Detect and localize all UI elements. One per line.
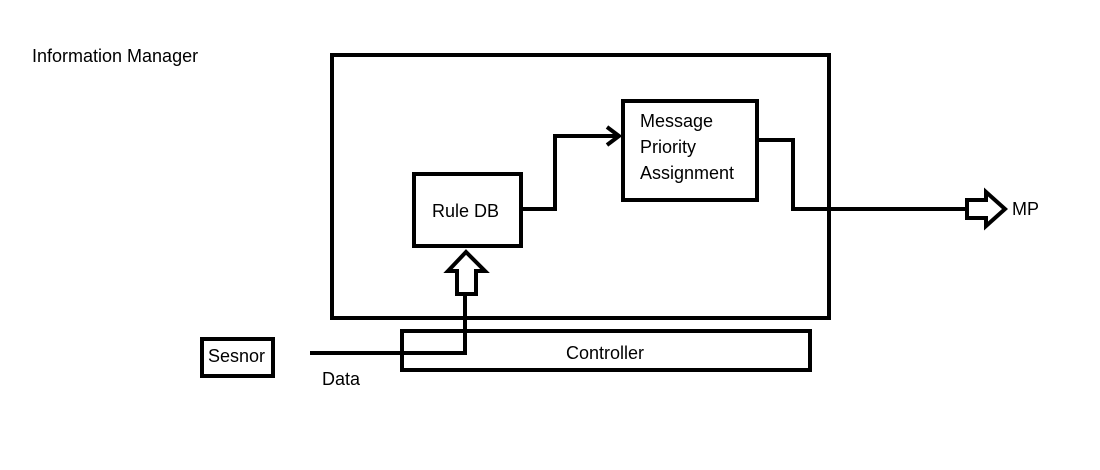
rule-db-input-arrow — [443, 249, 490, 296]
information-manager-label: Information Manager — [32, 46, 199, 66]
controller-label: Controller — [566, 343, 645, 363]
message-priority-line-3: Assignment — [640, 163, 735, 183]
sensor-data-line — [310, 296, 467, 355]
message-output-line — [757, 138, 967, 211]
mp-output-arrow — [965, 187, 1008, 231]
rule-to-message-arrowhead — [605, 125, 623, 147]
rule-db-label: Rule DB — [432, 201, 500, 221]
message-priority-box — [621, 99, 759, 202]
rule-to-message-line — [521, 134, 618, 211]
controller-box — [400, 329, 812, 372]
data-label: Data — [322, 369, 361, 389]
information-manager-box — [330, 53, 831, 320]
message-priority-line-1: Message — [640, 111, 714, 131]
mp-label: MP — [1012, 199, 1039, 219]
sensor-box — [200, 337, 275, 378]
sensor-label: Sesnor — [208, 346, 266, 366]
message-priority-label: Message Priority Assignment — [640, 108, 734, 186]
message-priority-line-2: Priority — [640, 137, 697, 157]
